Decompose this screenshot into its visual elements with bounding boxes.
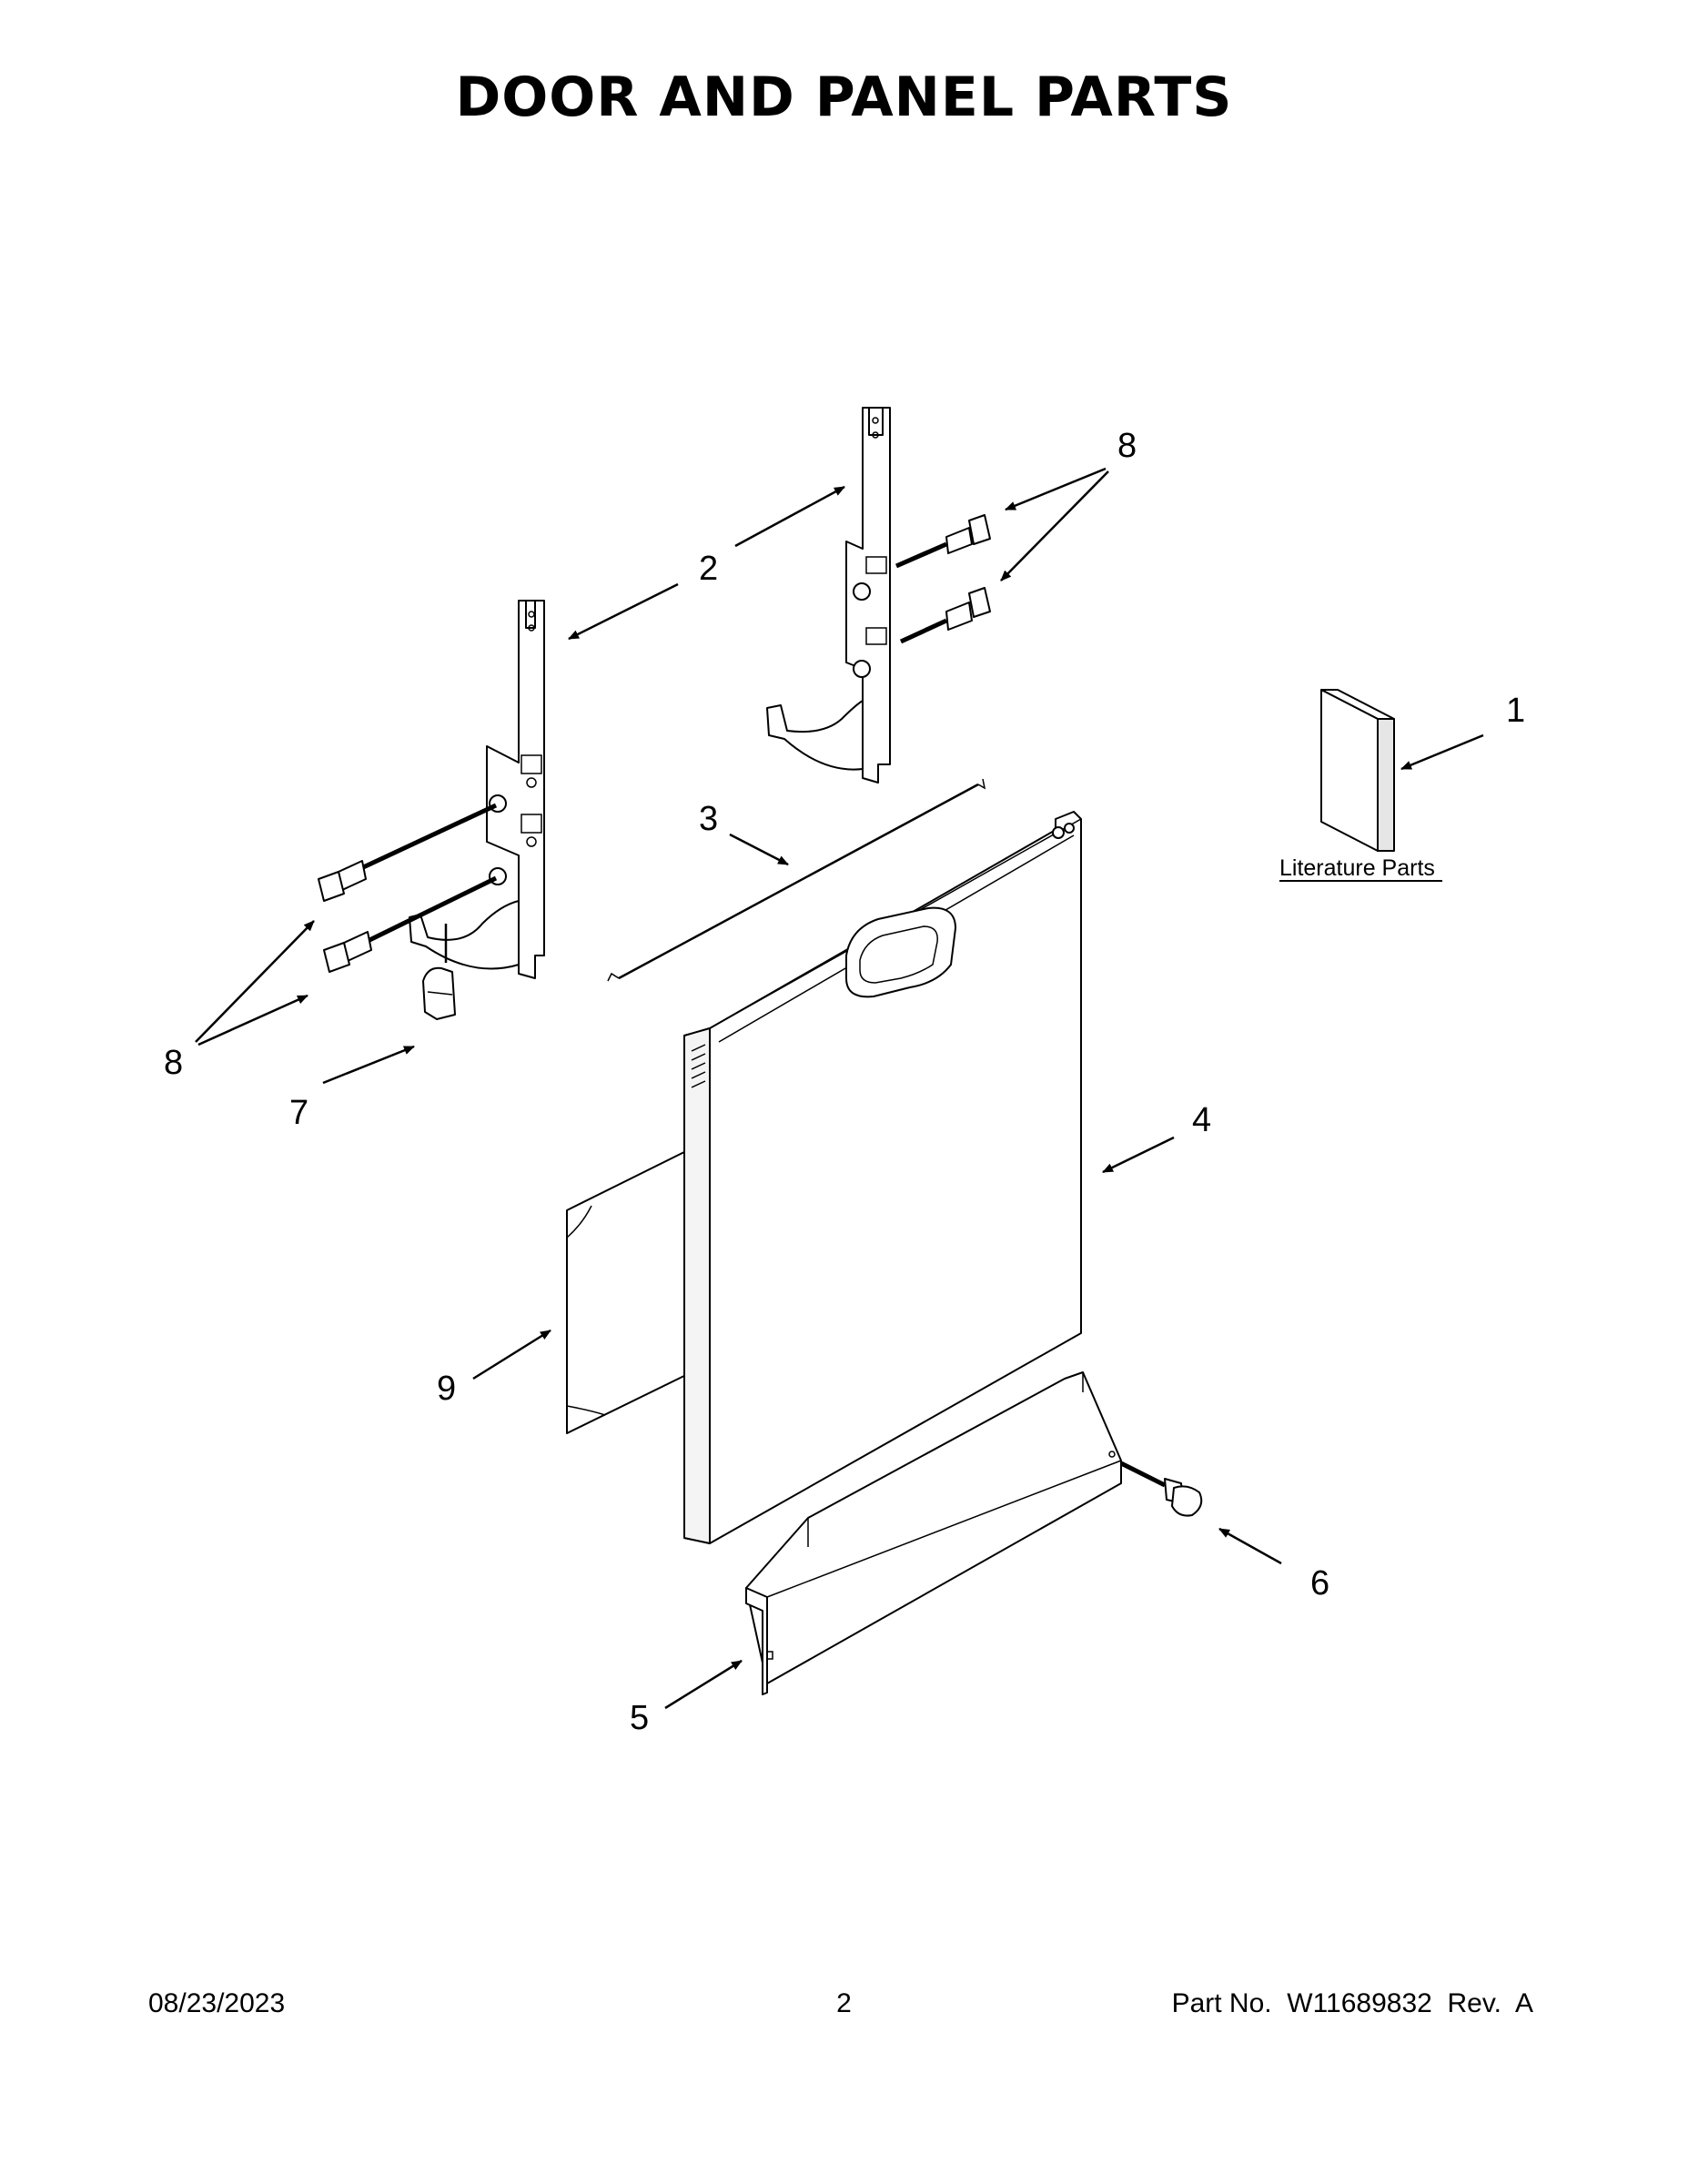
door-clip <box>422 924 456 1020</box>
callout-1: 1 <box>1506 692 1525 730</box>
callout-2: 2 <box>699 550 718 588</box>
footer-date: 08/23/2023 <box>148 1988 286 2018</box>
footer-part-number: Part No. W11689832 Rev. A <box>1171 1988 1533 2018</box>
door-rod <box>607 778 986 982</box>
literature-parts-label: Literature Parts <box>1279 855 1435 881</box>
toe-panel-screw <box>1119 1461 1203 1517</box>
callout-6: 6 <box>1310 1564 1329 1603</box>
page-title: DOOR AND PANEL PARTS <box>455 66 1233 129</box>
callout-8-right: 8 <box>1117 427 1137 465</box>
right-screw-lower <box>899 587 991 644</box>
leader-arrows <box>195 467 1484 1710</box>
door-handle <box>845 906 956 998</box>
vent-slots <box>691 1044 706 1088</box>
outer-door-panel <box>683 811 1082 1544</box>
toe-panel <box>745 1371 1122 1695</box>
left-screw-lower <box>323 875 498 973</box>
callout-5: 5 <box>630 1699 649 1737</box>
left-hinge-bracket <box>409 600 545 979</box>
left-screw-upper <box>318 803 498 902</box>
callout-8-left: 8 <box>164 1044 183 1082</box>
callout-7: 7 <box>289 1094 308 1132</box>
literature-parts-box <box>1320 689 1395 852</box>
footer-page-number: 2 <box>836 1988 852 2018</box>
callout-9: 9 <box>437 1370 456 1408</box>
insulation-panel <box>566 1148 692 1434</box>
callout-3: 3 <box>699 800 718 838</box>
right-screw-upper <box>895 514 991 569</box>
right-hinge-bracket <box>766 407 891 784</box>
callout-4: 4 <box>1192 1101 1211 1139</box>
